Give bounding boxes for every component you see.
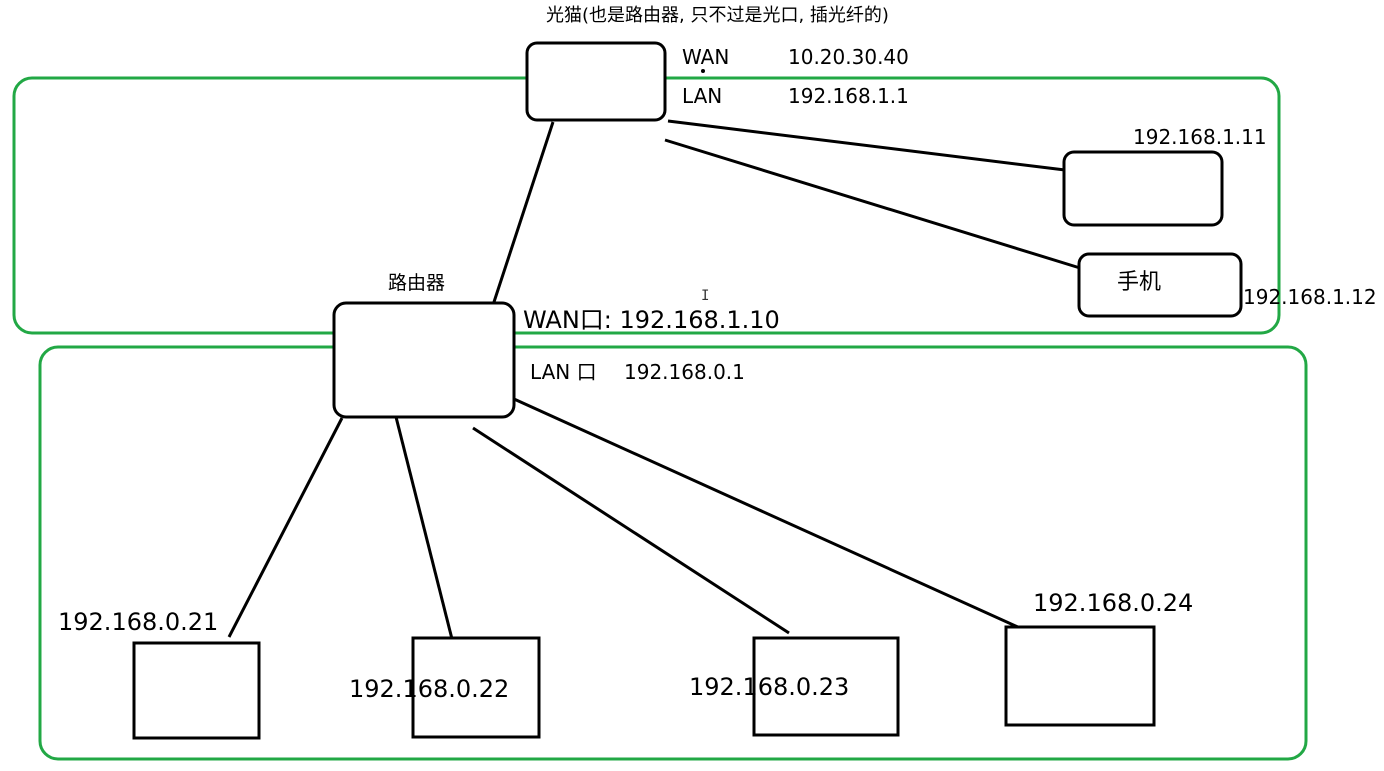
device-23-box [752,636,900,737]
modem-to-device-1-line [667,119,1066,172]
modem-lan-ip: 192.168.1.1 [788,84,909,108]
device-24-box [1004,625,1156,727]
device-22-box [411,636,541,739]
router-to-device-24-line [513,397,1021,630]
modem-lan-label: LAN [682,84,723,108]
device-1-ip: 192.168.1.11 [1133,125,1267,149]
router-lan-ip: 192.168.0.1 [624,360,745,384]
router-to-device-21-line [227,417,344,638]
router-wan-text: WAN口: 192.168.1.10 [523,306,780,334]
device-1-box [1062,150,1224,227]
phone-ip: 192.168.1.12 [1243,285,1377,309]
router-box [332,301,516,419]
device-24-ip: 192.168.0.24 [1033,589,1194,617]
device-23-ip: 192.168.0.23 [689,673,850,701]
stray-dot [701,69,705,73]
device-22-ip: 192.168.0.22 [349,675,510,703]
modem-title: 光猫(也是路由器, 只不过是光口, 插光纤的) [546,5,889,26]
router-to-device-23-line [472,426,790,635]
modem-to-phone-line [664,138,1081,270]
phone-box [1077,252,1243,318]
router-to-device-22-line [393,412,455,644]
modem-box [525,41,667,122]
lower-network-zone [38,345,1308,761]
modem-wan-ip: 10.20.30.40 [788,45,909,69]
text-cursor-icon: I [701,288,710,304]
modem-wan-label: WAN [682,45,730,69]
modem-to-router-line [491,121,555,306]
device-21-ip: 192.168.0.21 [58,608,219,636]
router-lan-label: LAN 口 [530,360,597,384]
phone-label: 手机 [1117,270,1162,295]
device-21-box [132,641,261,740]
router-title: 路由器 [388,272,446,294]
